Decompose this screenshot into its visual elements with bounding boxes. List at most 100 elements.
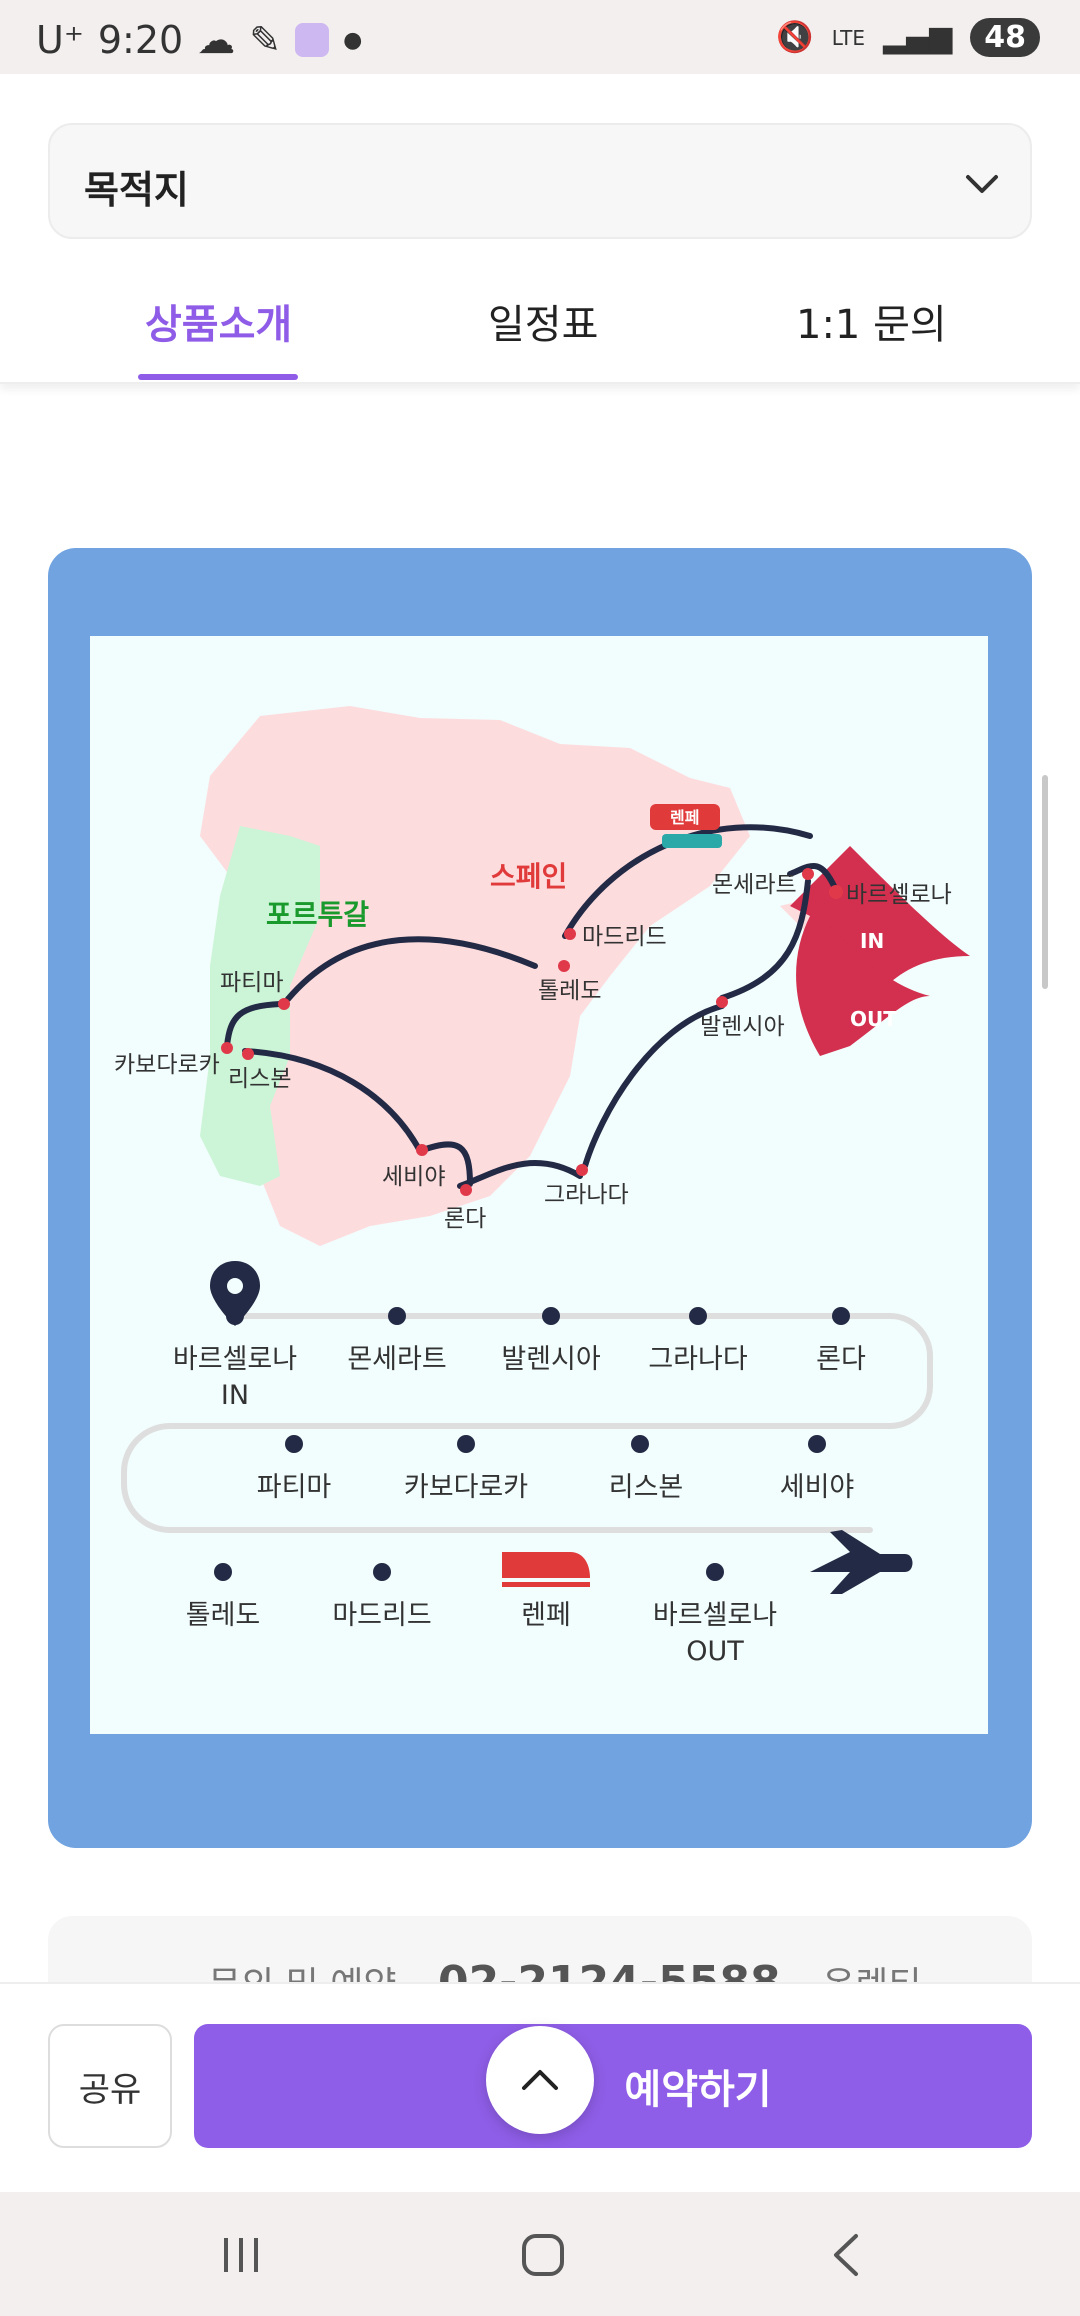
- route-fatima-toledo: [285, 936, 538, 1002]
- active-tab-indicator: [138, 374, 298, 380]
- share-label: 공유: [78, 2069, 142, 2110]
- city-dot-granada: [576, 1164, 588, 1176]
- dot-icon: ●: [343, 27, 363, 53]
- home-icon[interactable]: [518, 2230, 568, 2280]
- status-bar: U⁺ 9:20 ☁ ✎ ● 🔇 LTE ▂▄▆ 48: [0, 0, 1080, 74]
- itinerary-label: 발렌시아: [501, 1344, 601, 1375]
- city-dot-madrid: [564, 928, 576, 940]
- reserve-button[interactable]: 예약하기: [194, 2024, 1032, 2148]
- spain-shape: [200, 706, 750, 1246]
- itinerary-label: 마드리드: [332, 1600, 431, 1631]
- itinerary-label: 론다: [816, 1344, 866, 1375]
- itinerary-label: 바르셀로나: [653, 1600, 777, 1631]
- train-icon: [662, 834, 722, 848]
- map-label-lisbon: 리스본: [228, 1066, 291, 1092]
- itinerary-label: 리스본: [609, 1472, 684, 1503]
- city-dot-barcelona: [829, 885, 843, 899]
- route-dot: [285, 1435, 303, 1453]
- map-label-toledo: 톨레도: [538, 978, 601, 1004]
- pencil-icon: ✎: [249, 18, 282, 62]
- city-dot-fatima: [278, 998, 290, 1010]
- in-label: IN: [860, 929, 884, 953]
- route-ronda-sevilla: [417, 1141, 473, 1187]
- reserve-label: 예약하기: [624, 2067, 772, 2113]
- map-label-granada: 그라나다: [544, 1182, 629, 1208]
- route-map: IN OUT 렌페 스페인 포르투갈: [90, 636, 988, 1734]
- route-dot: [706, 1563, 724, 1581]
- clock: 9:20: [97, 18, 184, 62]
- route-dot: [631, 1435, 649, 1453]
- cloud-icon: ☁: [197, 18, 236, 62]
- itinerary-label: 바르셀로나: [173, 1344, 297, 1375]
- spain-label: 스페인: [490, 860, 567, 893]
- route-dot: [832, 1307, 850, 1325]
- tab-product-intro[interactable]: 상품소개: [145, 302, 293, 348]
- map-label-fatima: 파티마: [220, 970, 283, 996]
- recent-apps-icon[interactable]: [216, 2230, 266, 2280]
- route-dot: [542, 1307, 560, 1325]
- route-dot: [226, 1307, 244, 1325]
- status-right: 🔇 LTE ▂▄▆ 48: [776, 18, 1040, 57]
- destination-label: 목적지: [84, 168, 189, 212]
- route-montserrat-valencia: [719, 878, 811, 1001]
- chevron-up-icon: [522, 2070, 558, 2090]
- portugal-label: 포르투갈: [266, 898, 369, 931]
- back-icon[interactable]: [822, 2230, 872, 2280]
- app-notification-icon: [295, 23, 330, 57]
- train-badge: [650, 804, 720, 830]
- city-dot-toledo: [558, 960, 570, 972]
- route-map-graphic: IN OUT 렌페 스페인 포르투갈: [114, 706, 970, 1667]
- itinerary-label: 렌페: [521, 1600, 571, 1631]
- map-label-ronda: 론다: [444, 1206, 486, 1232]
- battery-indicator: 48: [970, 18, 1040, 57]
- city-dot-ronda: [460, 1184, 472, 1196]
- destination-dropdown[interactable]: 목적지: [48, 123, 1032, 239]
- bottom-action-bar: 공유 예약하기: [0, 1982, 1080, 2194]
- route-barcelona-montserrat: [787, 863, 838, 891]
- map-label-barcelona: 바르셀로나: [846, 882, 952, 908]
- city-dot-cabodaroca: [221, 1042, 233, 1054]
- itinerary-sublabel: IN: [221, 1380, 249, 1411]
- itinerary-label: 세비야: [780, 1472, 855, 1503]
- itinerary-label: 몬세라트: [347, 1344, 446, 1375]
- out-label: OUT: [850, 1007, 897, 1031]
- tab-inquiry[interactable]: 1:1 문의: [796, 302, 947, 348]
- network-label: LTE: [831, 25, 866, 50]
- city-dot-sevilla: [416, 1144, 428, 1156]
- itinerary-label: 톨레도: [186, 1600, 261, 1631]
- route-valencia-granada: [582, 1003, 725, 1169]
- scrollbar-thumb[interactable]: [1042, 775, 1048, 989]
- route-dot: [689, 1307, 707, 1325]
- train-route-icon: [502, 1552, 590, 1587]
- map-label-valencia: 발렌시아: [700, 1014, 785, 1040]
- city-dot-valencia: [716, 996, 728, 1008]
- map-label-cabodaroca: 카보다로카: [114, 1052, 220, 1078]
- scroll-to-top-button[interactable]: [486, 2026, 594, 2134]
- share-button[interactable]: 공유: [48, 2024, 172, 2148]
- route-dot: [457, 1435, 475, 1453]
- route-dot: [388, 1307, 406, 1325]
- system-nav-bar: [0, 2192, 1080, 2316]
- route-sevilla-lisbon: [242, 1048, 423, 1154]
- train-badge-label: 렌페: [670, 808, 699, 827]
- chevron-down-icon: [966, 175, 998, 193]
- route-dot: [808, 1435, 826, 1453]
- tab-bar: 상품소개 일정표 1:1 문의: [0, 270, 1080, 384]
- status-left: U⁺ 9:20 ☁ ✎ ●: [36, 18, 362, 62]
- signal-icon: ▂▄▆: [883, 20, 953, 55]
- out-arrow-shape: [796, 916, 930, 1056]
- itinerary-track: [121, 1313, 933, 1533]
- itinerary-label: 카보다로카: [404, 1472, 528, 1503]
- map-label-sevilla: 세비야: [382, 1164, 445, 1190]
- carrier-label: U⁺: [36, 18, 84, 62]
- itinerary-label: 그라나다: [648, 1344, 748, 1375]
- map-label-madrid: 마드리드: [582, 924, 667, 950]
- city-dot-lisbon: [242, 1048, 254, 1060]
- map-label-montserrat: 몬세라트: [712, 872, 797, 898]
- route-dot: [373, 1563, 391, 1581]
- tab-itinerary[interactable]: 일정표: [488, 302, 599, 348]
- itinerary-label: 파티마: [257, 1472, 332, 1503]
- mute-icon: 🔇: [776, 20, 814, 55]
- route-lisbon-fatima: [224, 1001, 283, 1049]
- itinerary-sublabel: OUT: [686, 1636, 744, 1667]
